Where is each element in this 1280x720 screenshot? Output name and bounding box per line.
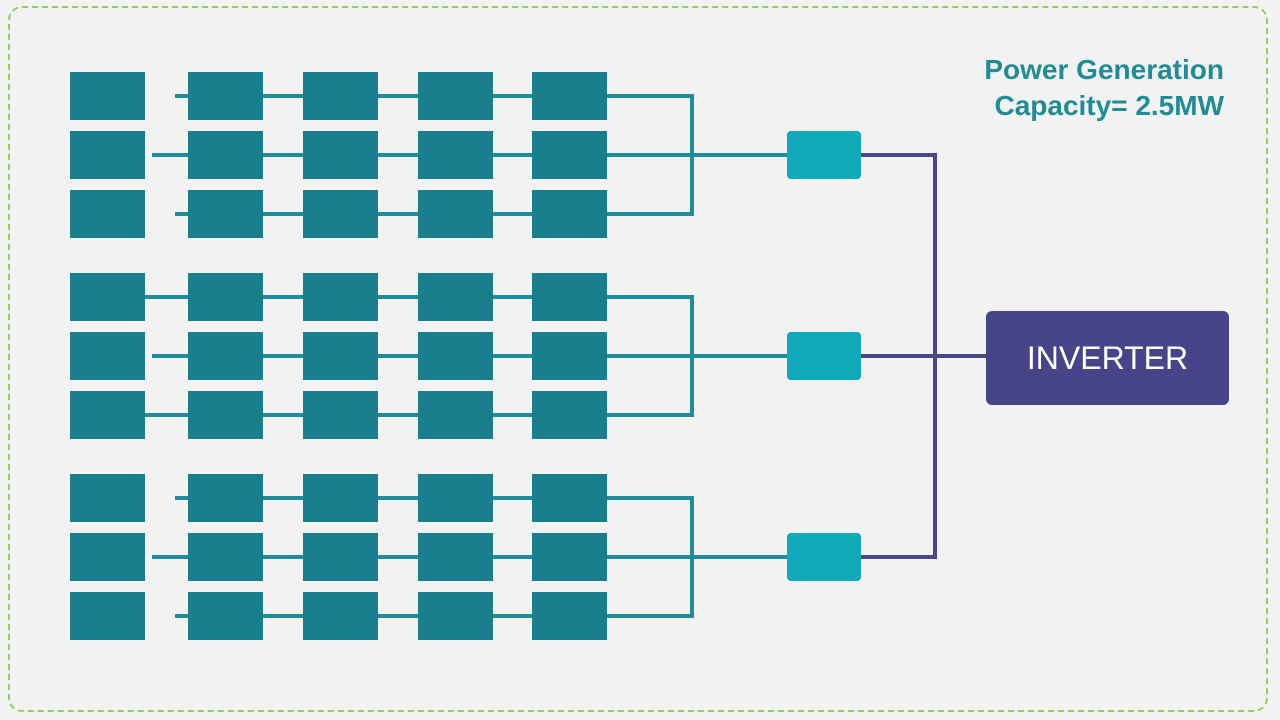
- solar-panel: [532, 533, 607, 581]
- solar-panel: [303, 474, 378, 522]
- solar-panel: [418, 391, 493, 439]
- array-group-2: [70, 273, 861, 439]
- solar-panel: [70, 332, 145, 380]
- solar-panel: [70, 474, 145, 522]
- solar-panel: [418, 332, 493, 380]
- solar-panel: [418, 474, 493, 522]
- caption-line-2: Capacity= 2.5MW: [994, 90, 1224, 121]
- solar-panel: [303, 533, 378, 581]
- solar-panel: [188, 533, 263, 581]
- solar-panel: [532, 391, 607, 439]
- diagram-frame: [8, 6, 1268, 712]
- solar-panel: [70, 131, 145, 179]
- solar-panel: [532, 131, 607, 179]
- inverter-label: INVERTER: [1026, 339, 1189, 376]
- solar-panel: [303, 131, 378, 179]
- solar-panel: [418, 131, 493, 179]
- capacity-caption: Power Generation Capacity= 2.5MW: [984, 52, 1224, 124]
- caption-line-1: Power Generation: [984, 54, 1224, 85]
- solar-panel: [70, 273, 145, 321]
- solar-panel: [188, 391, 263, 439]
- solar-panel: [418, 592, 493, 640]
- solar-panel: [188, 474, 263, 522]
- solar-panel: [188, 131, 263, 179]
- solar-panel: [70, 533, 145, 581]
- solar-panel: [418, 273, 493, 321]
- solar-panel: [188, 190, 263, 238]
- solar-panel: [303, 332, 378, 380]
- combiner-box: [787, 533, 861, 581]
- solar-panel: [418, 72, 493, 120]
- solar-panel: [418, 533, 493, 581]
- solar-panel: [532, 474, 607, 522]
- solar-panel: [532, 72, 607, 120]
- solar-panel: [70, 592, 145, 640]
- solar-panel: [303, 190, 378, 238]
- solar-panel: [70, 72, 145, 120]
- solar-panel: [70, 391, 145, 439]
- array-group-3: [70, 474, 861, 640]
- solar-panel: [532, 332, 607, 380]
- array-group-1: [70, 72, 861, 238]
- combiner-box: [787, 332, 861, 380]
- solar-panel: [188, 273, 263, 321]
- solar-panel: [303, 592, 378, 640]
- solar-panel: [418, 190, 493, 238]
- solar-panel: [303, 273, 378, 321]
- solar-panel: [188, 592, 263, 640]
- solar-panel: [532, 592, 607, 640]
- combiner-box: [787, 131, 861, 179]
- solar-panel: [532, 190, 607, 238]
- solar-panel: [532, 273, 607, 321]
- solar-panel: [188, 72, 263, 120]
- solar-panel: [188, 332, 263, 380]
- solar-panel: [303, 391, 378, 439]
- solar-panel: [303, 72, 378, 120]
- inverter-box: INVERTER: [986, 311, 1229, 405]
- solar-panel: [70, 190, 145, 238]
